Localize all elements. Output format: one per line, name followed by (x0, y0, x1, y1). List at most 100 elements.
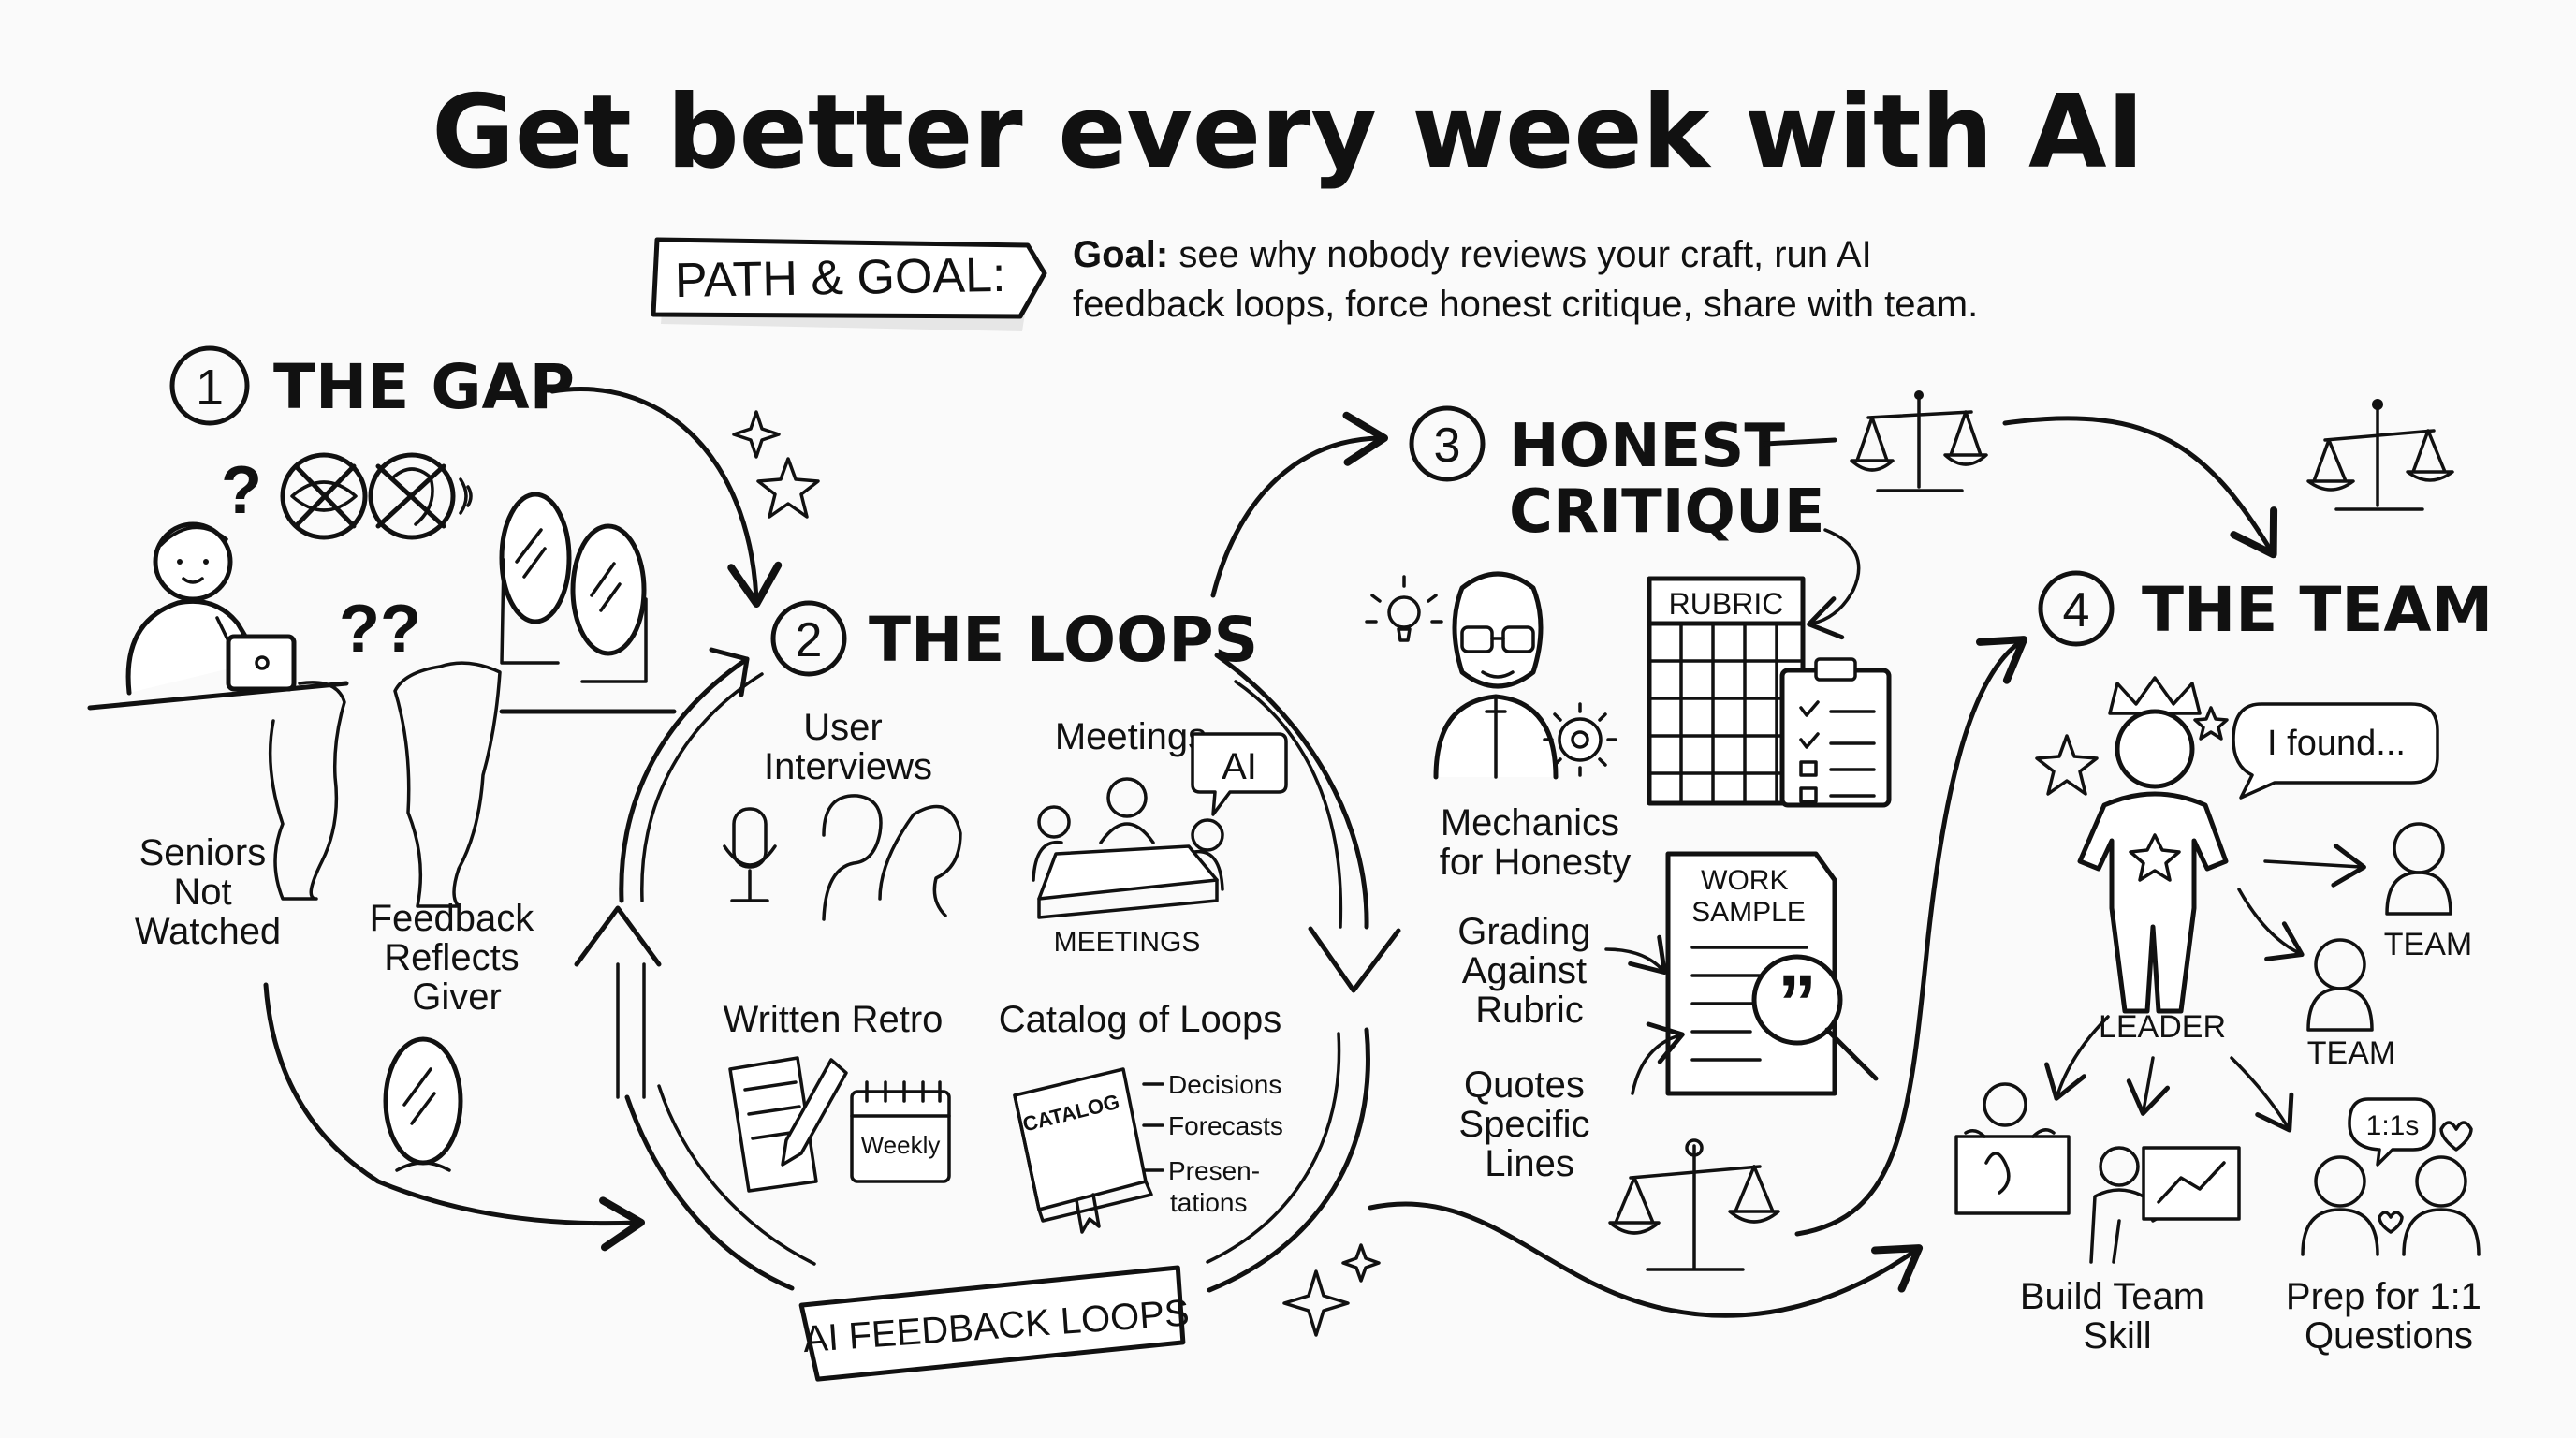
written-retro-label: Written Retro (724, 999, 944, 1040)
catalog-item: Presen- (1168, 1156, 1260, 1185)
magnifier-quote-icon: ” (1751, 954, 1879, 1081)
catalog-item: tations (1170, 1188, 1248, 1217)
rubric-label: RUBRIC (1669, 587, 1784, 621)
gap-heading: 1 THE GAP (169, 345, 575, 426)
build-team-skill-label: Build Team Skill (2020, 1276, 2215, 1357)
interview-icon (723, 794, 962, 921)
grading-label: Grading Against Rubric (1457, 911, 1601, 1031)
team-number: 4 (2063, 583, 2090, 638)
retro-notepad-icon (728, 1056, 848, 1193)
arrow-loops-to-team (1368, 1201, 1924, 1318)
catalog-item: Decisions (1168, 1070, 1281, 1099)
arrow-critique-up-to-team (1794, 636, 2028, 1237)
no-eye-icon (280, 452, 368, 540)
catalog-book-icon: CATALOG (1013, 1067, 1153, 1234)
path-goal-tag-label: PATH & GOAL: (674, 248, 1005, 308)
critique-number: 3 (1434, 418, 1461, 473)
weekly-calendar-icon: Weekly (850, 1080, 951, 1183)
heart-icon (2439, 1121, 2473, 1152)
heart-icon (2378, 1211, 2404, 1234)
laptop-icon (226, 634, 297, 692)
scales-icon (1608, 1138, 1780, 1271)
leader-label: LEADER (2099, 1009, 2226, 1045)
gap-number-circle (169, 345, 250, 426)
loops-heading-text: THE LOOPS (869, 604, 1258, 676)
gap-number: 1 (196, 360, 224, 416)
lightbulb-icon (1365, 575, 1443, 642)
team-member-icon (2306, 938, 2374, 1032)
critique-heading-text: HONEST CRITIQUE (1509, 412, 1825, 547)
scales-icon (2306, 399, 2454, 511)
meetings-caption: MEETINGS (1054, 927, 1201, 958)
meetings-label: Meetings (1055, 716, 1207, 757)
cliff-right (393, 661, 502, 908)
team-label: TEAM (2307, 1035, 2395, 1071)
team-member-icon (2385, 822, 2452, 916)
gap-double-question: ?? (339, 592, 421, 667)
arrow-leader-team (2237, 888, 2305, 961)
rubric-grid: RUBRIC (1647, 576, 1806, 806)
path-goal-tag: PATH & GOAL: (651, 237, 1047, 331)
cliff-left (268, 681, 346, 901)
arrow-leader-build (2044, 1015, 2110, 1101)
checklist-clipboard-icon (1779, 657, 1892, 808)
person-at-laptop-icon (87, 521, 349, 711)
critique-heading: 3 HONEST CRITIQUE (1409, 405, 1837, 547)
arrow-leader-prep (2230, 1056, 2294, 1133)
gear-icon (1543, 702, 1617, 777)
sparkle-icon (1341, 1243, 1381, 1283)
gap-question-mark: ? (221, 453, 262, 528)
star-icon (2193, 706, 2229, 741)
prep-label: Prep for 1:1 Questions (2286, 1276, 2492, 1357)
one-on-one-bubble: 1:1s (2348, 1097, 2436, 1167)
arrow-loops-to-critique (1210, 411, 1388, 598)
arrow-grading (1604, 934, 1667, 976)
arrow-gap-to-loops (549, 387, 783, 608)
sparkle-icon (732, 410, 781, 459)
gap-heading-text: THE GAP (273, 351, 575, 423)
star-icon (2035, 734, 2099, 796)
loops-number: 2 (796, 613, 823, 668)
catalog-label: Catalog of Loops (999, 999, 1281, 1040)
leader-figure-icon (2077, 676, 2229, 1014)
star-icon (756, 457, 820, 519)
arrow-gap-to-ring (263, 982, 645, 1252)
scales-icon (1850, 390, 1988, 492)
weekly-label: Weekly (861, 1131, 941, 1159)
one-on-one-text: 1:1s (2366, 1110, 2420, 1141)
ring-label-banner: AI FEEDBACK LOOPS (798, 1265, 1191, 1382)
page-title: Get better every week with AI (432, 74, 2144, 191)
mechanics-label: Mechanics for Honesty (1440, 802, 1632, 883)
feedback-ring (574, 647, 1401, 1293)
no-ear-icon (368, 452, 473, 540)
goal-line-2: feedback loops, force honest critique, s… (1073, 284, 1978, 325)
goal-label: Goal: (1073, 234, 1168, 275)
ai-bubble-text: AI (1222, 746, 1257, 787)
quote-mark: ” (1778, 959, 1817, 1047)
sparkle-icon (1282, 1269, 1350, 1337)
speech-text: I found... (2267, 724, 2406, 763)
one-on-one-people-icon (2301, 1155, 2481, 1256)
critic-person-icon (1433, 571, 1559, 780)
teaching-board-icon (1954, 1082, 2241, 1264)
mirror-pair-icon (499, 492, 648, 683)
catalog-item: Forecasts (1168, 1111, 1283, 1140)
feedback-reflects-giver-label: Feedback Reflects Giver (370, 898, 545, 1018)
arrow-to-rubric (1807, 528, 1861, 640)
work-sample-label: WORK SAMPLE (1691, 865, 1806, 928)
team-label: TEAM (2384, 927, 2472, 962)
arrow-quotes (1631, 1021, 1685, 1095)
goal-text-1: see why nobody reviews your craft, run A… (1168, 234, 1871, 275)
arrow-leader-team (2263, 843, 2366, 888)
goal-line-1: Goal: see why nobody reviews your craft,… (1073, 234, 1872, 275)
meeting-table-icon (1032, 777, 1224, 919)
team-heading: 4 THE TEAM (2038, 570, 2493, 647)
arrow-leader-build (2126, 1056, 2171, 1116)
loops-heading: 2 THE LOOPS (770, 600, 1258, 677)
catalog-items: Decisions Forecasts Presen- tations (1142, 1070, 1283, 1217)
seniors-not-watched-label: Seniors Not Watched (135, 832, 281, 952)
user-interviews-label: User Interviews (764, 707, 932, 787)
ai-speech-bubble: AI (1191, 732, 1288, 816)
arrow-critique-to-team (2002, 416, 2278, 559)
